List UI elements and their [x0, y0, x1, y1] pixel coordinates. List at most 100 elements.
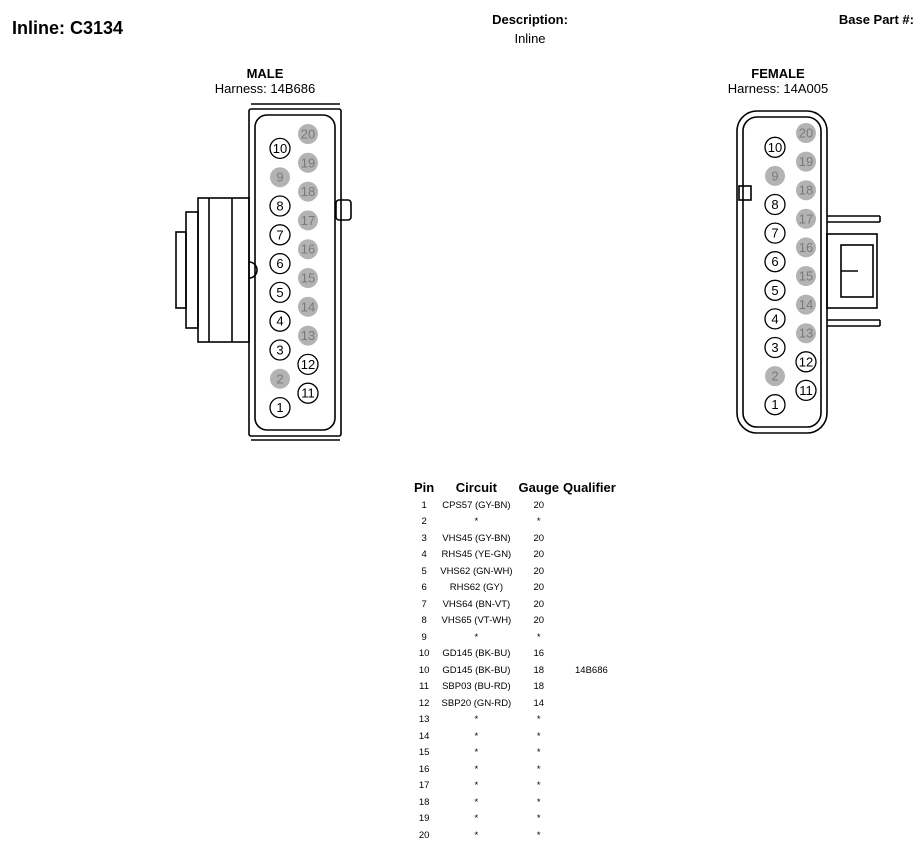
pin-number: 10 — [273, 141, 287, 156]
col-header-gauge: Gauge — [518, 480, 560, 495]
table-row: 20** — [412, 827, 618, 844]
female-connector-housing — [736, 110, 881, 434]
cell-circuit: GD145 (BK-BU) — [442, 648, 511, 660]
table-row: 9** — [412, 629, 618, 646]
pin-circle — [298, 124, 318, 144]
cell-gauge: 20 — [533, 499, 545, 511]
pin-circle — [297, 382, 319, 404]
pin-number: 9 — [771, 168, 778, 183]
cell-pin: 8 — [421, 615, 427, 627]
cell-pin: 11 — [419, 681, 430, 693]
pin-circle — [796, 266, 816, 286]
cell-gauge: * — [536, 730, 541, 742]
pin-number: 16 — [799, 240, 813, 255]
table-row: 13** — [412, 712, 618, 729]
page-title: Inline: C3134 — [12, 18, 124, 38]
table-row: 14** — [412, 728, 618, 745]
cell-qualifier — [561, 629, 618, 646]
cell-circuit: * — [474, 829, 479, 841]
cell-qualifier — [561, 745, 618, 762]
cell-gauge: 20 — [533, 615, 545, 627]
cell-pin: 6 — [421, 582, 427, 594]
cell-gauge: * — [536, 813, 541, 825]
cell-qualifier — [561, 613, 618, 630]
cell-circuit: * — [474, 516, 479, 528]
cell-pin: 3 — [421, 532, 427, 544]
cell-circuit: * — [474, 730, 479, 742]
col-header-circuit: Circuit — [455, 480, 497, 495]
pin-circle — [795, 351, 817, 373]
cell-gauge: * — [536, 631, 541, 643]
pin-number: 2 — [771, 369, 778, 384]
cell-qualifier — [561, 827, 618, 844]
pin-circle — [270, 167, 290, 188]
pin-circle — [298, 268, 318, 288]
pin-circle — [796, 208, 816, 229]
pin-number: 9 — [276, 170, 283, 185]
pin-circle — [796, 180, 816, 201]
cell-gauge: * — [536, 796, 541, 808]
table-row: 2** — [412, 514, 618, 531]
cell-pin: 10 — [418, 648, 430, 660]
table-row: 17** — [412, 778, 618, 795]
pin-number: 15 — [301, 271, 315, 286]
pin-number: 7 — [276, 227, 283, 242]
cell-pin: 10 — [418, 664, 430, 676]
pin-circle — [764, 251, 786, 273]
pin-number: 13 — [799, 326, 813, 341]
cell-gauge: * — [536, 516, 541, 528]
pin-circle — [795, 379, 817, 402]
cell-qualifier: 14B686 — [575, 664, 608, 676]
male-gender-label: MALE — [246, 66, 284, 81]
pin-number: 11 — [799, 383, 813, 398]
pin-circle — [764, 279, 786, 301]
pin-circle — [764, 136, 786, 158]
cell-qualifier — [561, 679, 618, 696]
cell-qualifier — [561, 514, 618, 531]
pin-circle — [764, 193, 786, 216]
cell-pin: 20 — [418, 829, 430, 841]
cell-pin: 4 — [421, 549, 427, 561]
cell-pin: 9 — [421, 631, 427, 643]
cell-pin: 19 — [418, 813, 430, 825]
pin-number: 6 — [276, 256, 283, 271]
cell-circuit: SBP03 (BU-RD) — [442, 681, 511, 693]
pin-number: 19 — [301, 155, 315, 170]
pin-circle — [796, 237, 816, 258]
female-connector-header: FEMALE Harness: 14A005 — [678, 66, 878, 96]
table-row: 16** — [412, 761, 618, 778]
cell-gauge: 18 — [533, 664, 545, 676]
pin-number: 16 — [301, 242, 315, 257]
pin-number: 20 — [799, 126, 813, 141]
pin-circle — [298, 296, 318, 317]
pin-circle — [269, 281, 291, 304]
cell-circuit: RHS45 (YE-GN) — [441, 549, 512, 561]
cell-qualifier — [561, 596, 618, 613]
cell-circuit: RHS62 (GY) — [449, 582, 504, 594]
pin-circle — [298, 210, 318, 231]
pin-number: 4 — [276, 314, 283, 329]
pin-number: 1 — [276, 400, 283, 415]
table-row: 10 GD145 (BK-BU) 18 14B686 — [412, 662, 618, 679]
pin-circle — [796, 151, 816, 172]
cell-qualifier — [561, 497, 618, 514]
pin-number: 4 — [771, 311, 778, 326]
cell-qualifier — [561, 811, 618, 828]
table-row: 19** — [412, 811, 618, 828]
cell-circuit: GD145 (BK-BU) — [442, 664, 511, 676]
pin-circle — [765, 165, 785, 186]
cell-pin: 13 — [418, 714, 430, 726]
pin-number: 18 — [799, 183, 813, 198]
pin-number: 15 — [799, 269, 813, 284]
pin-number: 14 — [301, 299, 315, 314]
table-row: 15** — [412, 745, 618, 762]
